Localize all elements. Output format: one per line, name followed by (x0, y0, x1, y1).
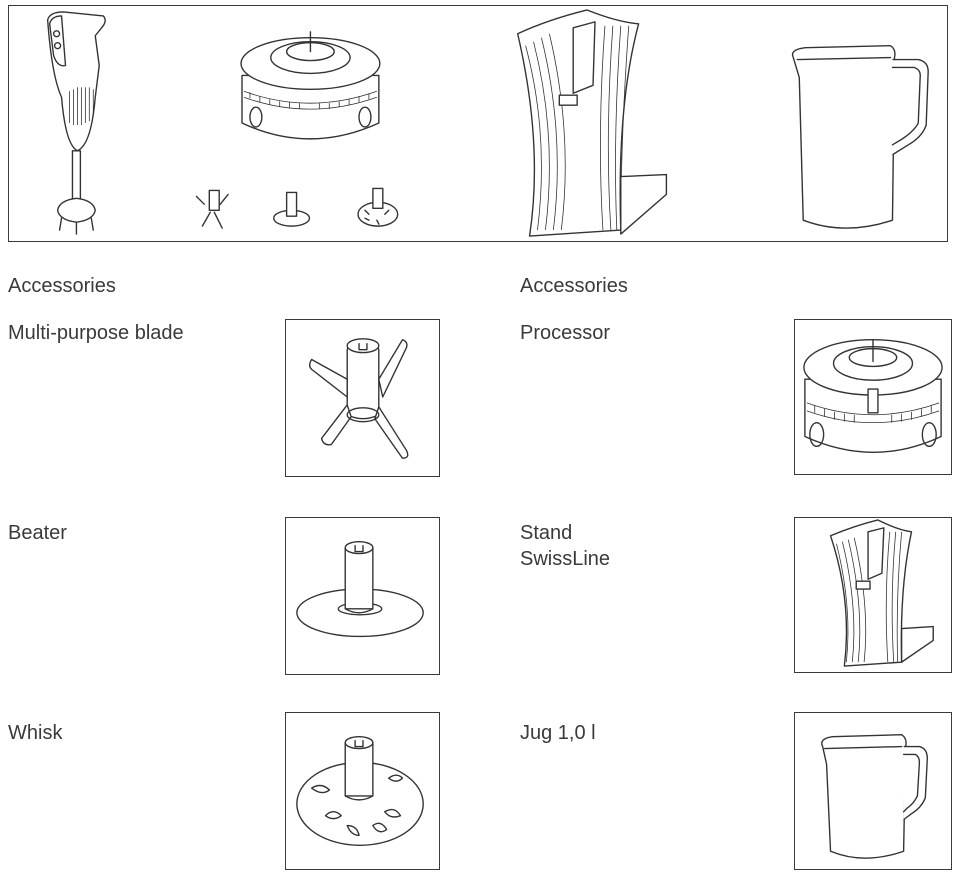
jug-illustration (791, 44, 929, 229)
stand-image (794, 517, 952, 673)
processor-icon (803, 339, 943, 453)
beater-image (285, 517, 440, 675)
processor-illustration (240, 31, 381, 140)
whisk-icon (296, 736, 424, 846)
jug-image (794, 712, 952, 870)
beater-icon (296, 541, 424, 638)
stand-icon (829, 519, 934, 667)
multi-purpose-blade-icon (309, 338, 409, 459)
multi-purpose-blade-label: Multi-purpose blade (8, 322, 184, 344)
whisk-label: Whisk (8, 722, 63, 744)
whisk-image (285, 712, 440, 870)
right-column-heading: Accessories (520, 275, 628, 297)
small-blade-illustration (195, 189, 229, 229)
processor-label: Processor (520, 322, 611, 344)
processor-image (794, 319, 952, 475)
jug-icon (821, 734, 928, 859)
jug-label: Jug 1,0 l (520, 722, 596, 744)
overview-panel (8, 5, 948, 242)
multi-purpose-blade-image (285, 319, 440, 477)
small-beater-illustration (273, 191, 311, 227)
stand-label: Stand SwissLine (520, 522, 611, 570)
beater-label: Beater (8, 522, 67, 544)
stand-illustration (516, 9, 668, 237)
small-whisk-illustration (357, 187, 399, 227)
left-column-heading: Accessories (8, 275, 116, 297)
hand-blender-illustration (46, 11, 106, 235)
